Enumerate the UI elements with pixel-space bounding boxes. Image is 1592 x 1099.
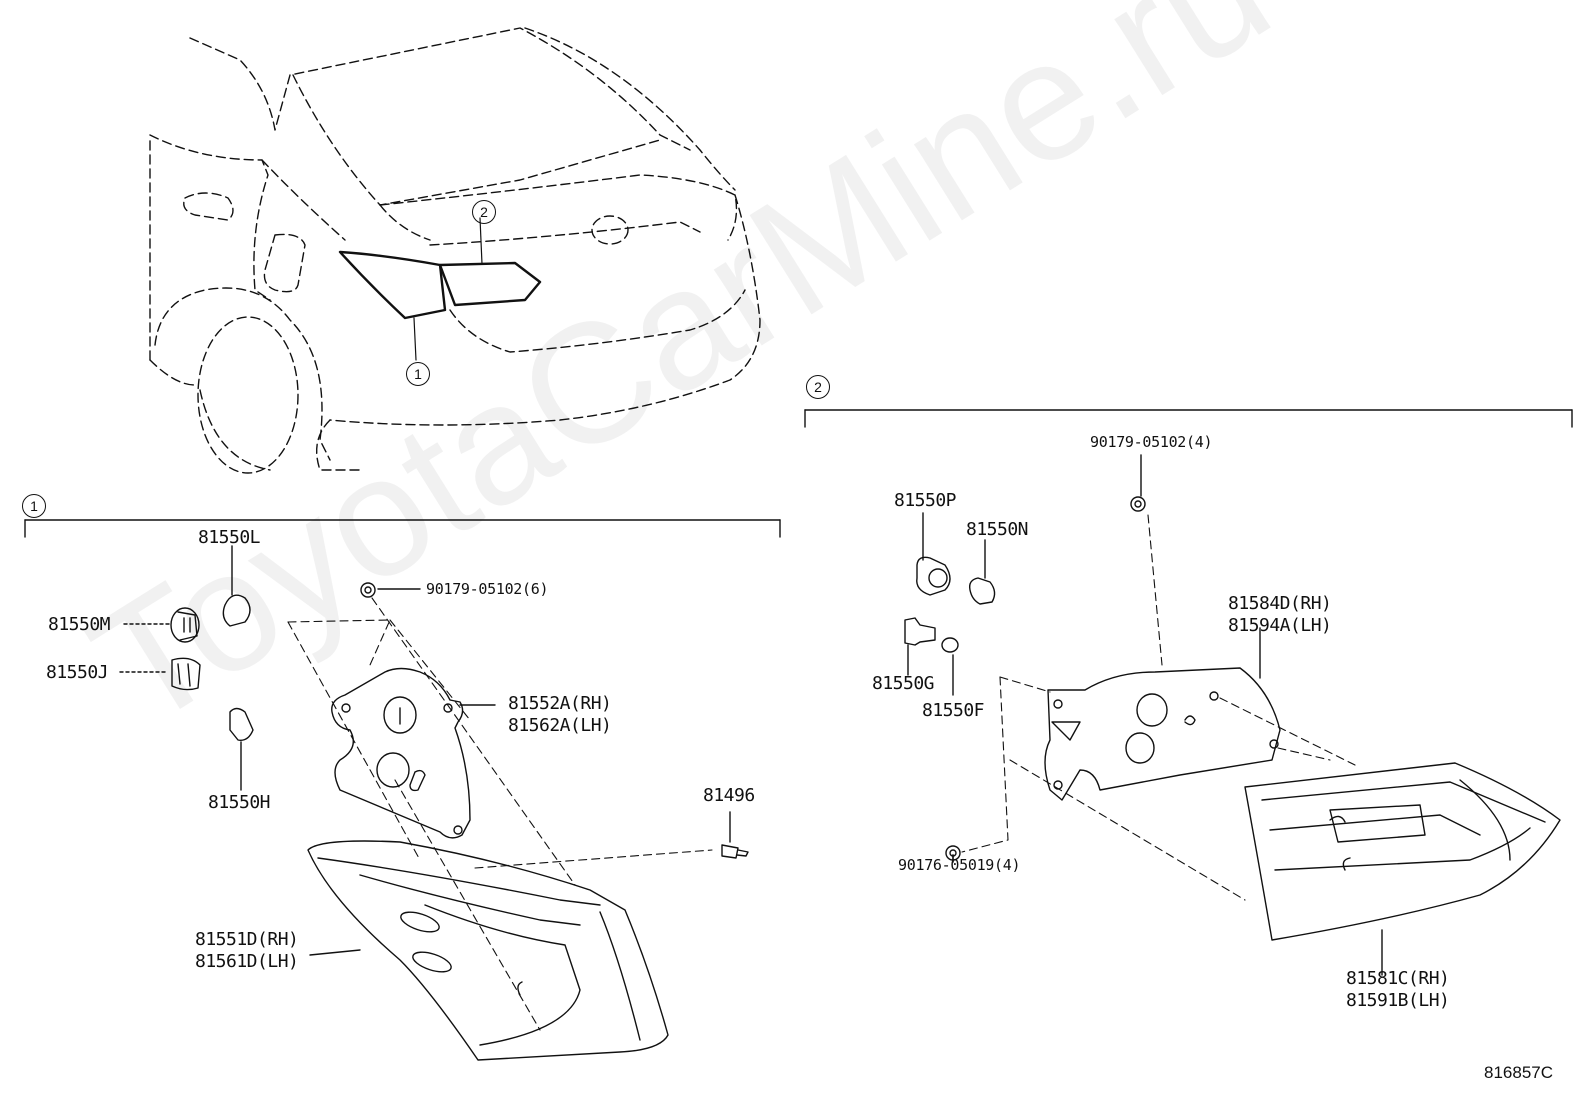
- socket-plate-right: [1044, 627, 1281, 801]
- socket-81550G: [904, 617, 936, 676]
- label-lamp-right-lh: 81591B(LH): [1346, 990, 1450, 1011]
- car-outline: [149, 27, 761, 474]
- assembly-lines-left: [287, 597, 713, 1031]
- bracket-left: [24, 519, 781, 538]
- callout-2-section: 2: [806, 375, 830, 399]
- car-lamps: [338, 250, 542, 320]
- car-callout-leaders: [413, 217, 483, 361]
- label-socket-right-rh: 81584D(RH): [1228, 593, 1332, 614]
- label-lamp-left-rh: 81551D(RH): [195, 929, 299, 950]
- bulb-81550F: [941, 637, 959, 696]
- callout-1-section: 1: [22, 494, 46, 518]
- label-socket-right-lh: 81594A(LH): [1228, 615, 1332, 636]
- label-81550H: 81550H: [208, 792, 271, 813]
- label-screw-right: 90176-05019(4): [898, 856, 1021, 874]
- label-bolt-left: 90179-05102(6): [426, 580, 549, 598]
- diagram-code: 816857C: [1484, 1063, 1554, 1082]
- bulb-81550L: [222, 545, 251, 627]
- callout-2-car: 2: [472, 200, 496, 224]
- bulb-81550N: [968, 539, 996, 605]
- bolt-left: [360, 582, 421, 598]
- assembly-lines-right: [961, 514, 1356, 901]
- bracket-right: [804, 409, 1573, 428]
- label-81550F: 81550F: [922, 700, 985, 721]
- label-81550J: 81550J: [46, 662, 109, 683]
- socket-81550M: [123, 607, 200, 643]
- label-81550L: 81550L: [198, 527, 261, 548]
- bulb-81550H: [229, 707, 254, 791]
- lamp-left: [307, 840, 669, 1061]
- bulb-81550P: [916, 512, 951, 596]
- screw-81496: [721, 811, 749, 859]
- label-lamp-left-lh: 81561D(LH): [195, 951, 299, 972]
- label-socket-left-lh: 81562A(LH): [508, 715, 612, 736]
- label-lamp-right-rh: 81581C(RH): [1346, 968, 1450, 989]
- socket-plate-left: [331, 667, 496, 839]
- label-81550G: 81550G: [872, 673, 935, 694]
- label-bolt-right: 90179-05102(4): [1090, 433, 1213, 451]
- label-81550M: 81550M: [48, 614, 111, 635]
- label-81550P: 81550P: [894, 490, 957, 511]
- label-socket-left-rh: 81552A(RH): [508, 693, 612, 714]
- screw-right: [945, 845, 961, 863]
- label-81496: 81496: [703, 785, 755, 806]
- lamp-right: [1244, 762, 1561, 976]
- socket-81550J: [119, 657, 201, 691]
- callout-1-car: 1: [406, 362, 430, 386]
- label-81550N: 81550N: [966, 519, 1029, 540]
- bolt-right: [1130, 454, 1146, 512]
